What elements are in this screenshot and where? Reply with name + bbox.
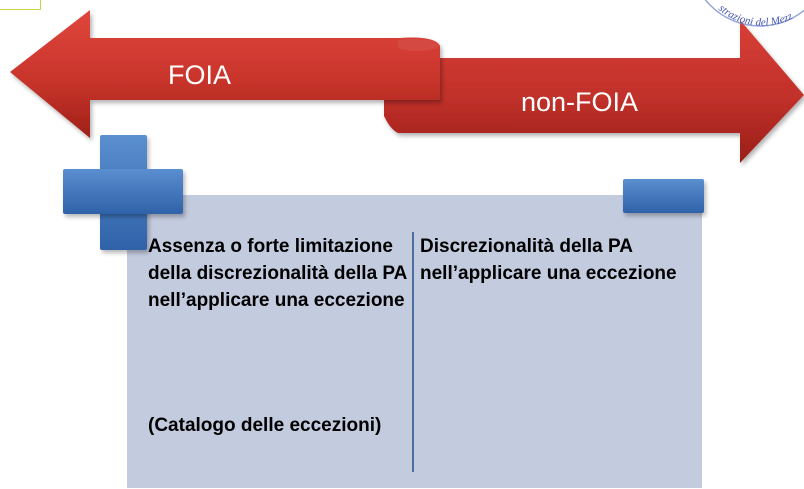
- arrow-right: [384, 20, 804, 163]
- arrow-left: [10, 10, 440, 138]
- seal-logo: ire la corru strazioni del Mezz: [704, 0, 804, 29]
- column-divider: [412, 232, 414, 472]
- corner-rule-vertical: [40, 0, 41, 10]
- plus-icon-bar: [63, 169, 183, 214]
- svg-text:strazioni del Mezz: strazioni del Mezz: [716, 2, 795, 29]
- svg-text:ire la corru: ire la corru: [737, 0, 789, 2]
- foia-label: FOIA: [168, 60, 232, 90]
- arrow-fold: [398, 38, 440, 51]
- comparison-panel: [127, 195, 702, 488]
- foia-note: (Catalogo delle eccezioni): [148, 415, 382, 436]
- corner-rule-horizontal: [0, 9, 40, 10]
- non-foia-label: non-FOIA: [521, 87, 639, 117]
- minus-icon: [623, 179, 704, 213]
- foia-description: Assenza o forte limitazione della discre…: [148, 236, 407, 311]
- non-foia-description: Discrezionalità della PA nell’applicare …: [420, 236, 677, 284]
